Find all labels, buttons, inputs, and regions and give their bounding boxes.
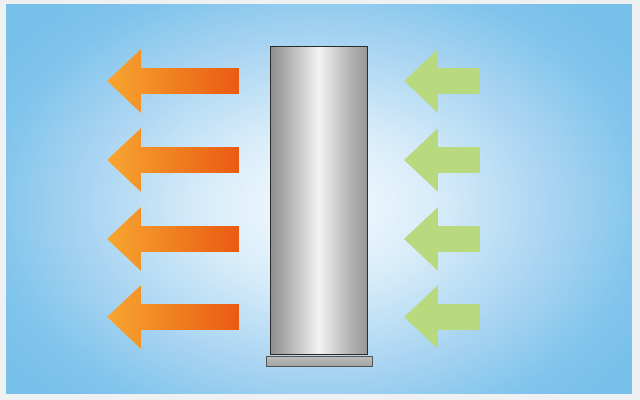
cylindrical-unit <box>270 46 368 355</box>
left-arrow-green-icon <box>404 207 480 271</box>
unit-base <box>266 356 373 367</box>
left-arrow-green-icon <box>404 285 480 349</box>
inflow-arrows <box>404 49 480 349</box>
left-arrow-orange-icon <box>107 285 239 349</box>
outflow-arrows <box>107 49 239 349</box>
left-arrow-orange-icon <box>107 49 239 113</box>
left-arrow-orange-icon <box>107 207 239 271</box>
left-arrow-green-icon <box>404 49 480 113</box>
left-arrow-orange-icon <box>107 128 239 192</box>
left-arrow-green-icon <box>404 128 480 192</box>
